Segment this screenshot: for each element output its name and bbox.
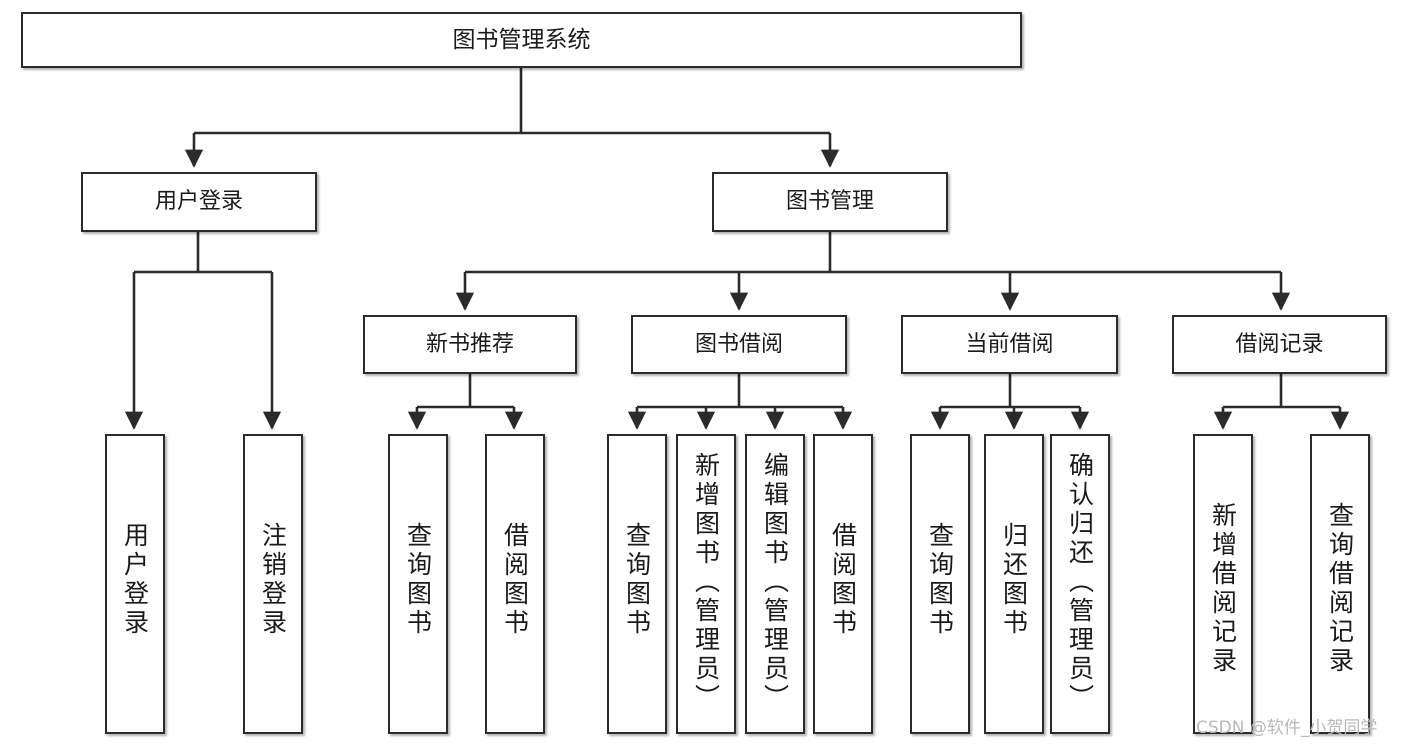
node-label: 归还图书: [999, 522, 1029, 638]
node-label: 新增图书（管理员）: [691, 452, 721, 713]
node-label: 图书管理: [785, 189, 874, 215]
node-leaf-borrow-book-newbook[interactable]: 借阅图书: [485, 434, 545, 734]
node-label: 借阅图书: [828, 522, 858, 638]
node-label: 新增借阅记录: [1208, 502, 1238, 676]
node-label: 用户登录: [154, 189, 243, 215]
node-label: 图书管理系统: [452, 26, 591, 53]
node-new-book-recommend[interactable]: 新书推荐: [363, 315, 577, 374]
node-label: 编辑图书（管理员）: [760, 452, 790, 713]
node-label: 用户登录: [120, 522, 150, 638]
node-label: 注销登录: [258, 522, 288, 638]
node-leaf-add-borrow-record[interactable]: 新增借阅记录: [1193, 434, 1253, 734]
node-leaf-borrow-book[interactable]: 借阅图书: [813, 434, 873, 734]
node-label: 借阅图书: [500, 522, 530, 638]
node-label: 查询图书: [403, 522, 433, 638]
node-user-login[interactable]: 用户登录: [81, 172, 317, 232]
node-leaf-logout[interactable]: 注销登录: [243, 434, 303, 734]
node-leaf-query-book-current[interactable]: 查询图书: [910, 434, 970, 734]
node-leaf-query-borrow-record[interactable]: 查询借阅记录: [1310, 434, 1370, 734]
node-leaf-edit-book-admin[interactable]: 编辑图书（管理员）: [745, 434, 805, 734]
node-leaf-query-book-newbook[interactable]: 查询图书: [388, 434, 448, 734]
node-book-management-system[interactable]: 图书管理系统: [21, 12, 1022, 68]
node-label: 图书借阅: [694, 331, 783, 357]
csdn-watermark: CSDN @软件_小贺同学: [1196, 718, 1378, 738]
node-label: 确认归还（管理员）: [1065, 452, 1095, 713]
node-borrow-record[interactable]: 借阅记录: [1172, 315, 1387, 374]
node-book-manage[interactable]: 图书管理: [712, 172, 948, 232]
node-label: 当前借阅: [965, 331, 1054, 357]
node-leaf-return-book[interactable]: 归还图书: [984, 434, 1044, 734]
node-leaf-confirm-return-admin[interactable]: 确认归还（管理员）: [1050, 434, 1110, 734]
node-current-borrow[interactable]: 当前借阅: [901, 315, 1118, 374]
node-leaf-add-book-admin[interactable]: 新增图书（管理员）: [676, 434, 736, 734]
node-label: 查询图书: [622, 522, 652, 638]
node-leaf-user-login[interactable]: 用户登录: [105, 434, 165, 734]
node-book-borrow[interactable]: 图书借阅: [631, 315, 847, 374]
node-label: 新书推荐: [425, 331, 514, 357]
node-leaf-query-book-borrow[interactable]: 查询图书: [607, 434, 667, 734]
node-label: 借阅记录: [1235, 331, 1324, 357]
node-label: 查询借阅记录: [1325, 502, 1355, 676]
node-label: 查询图书: [925, 522, 955, 638]
